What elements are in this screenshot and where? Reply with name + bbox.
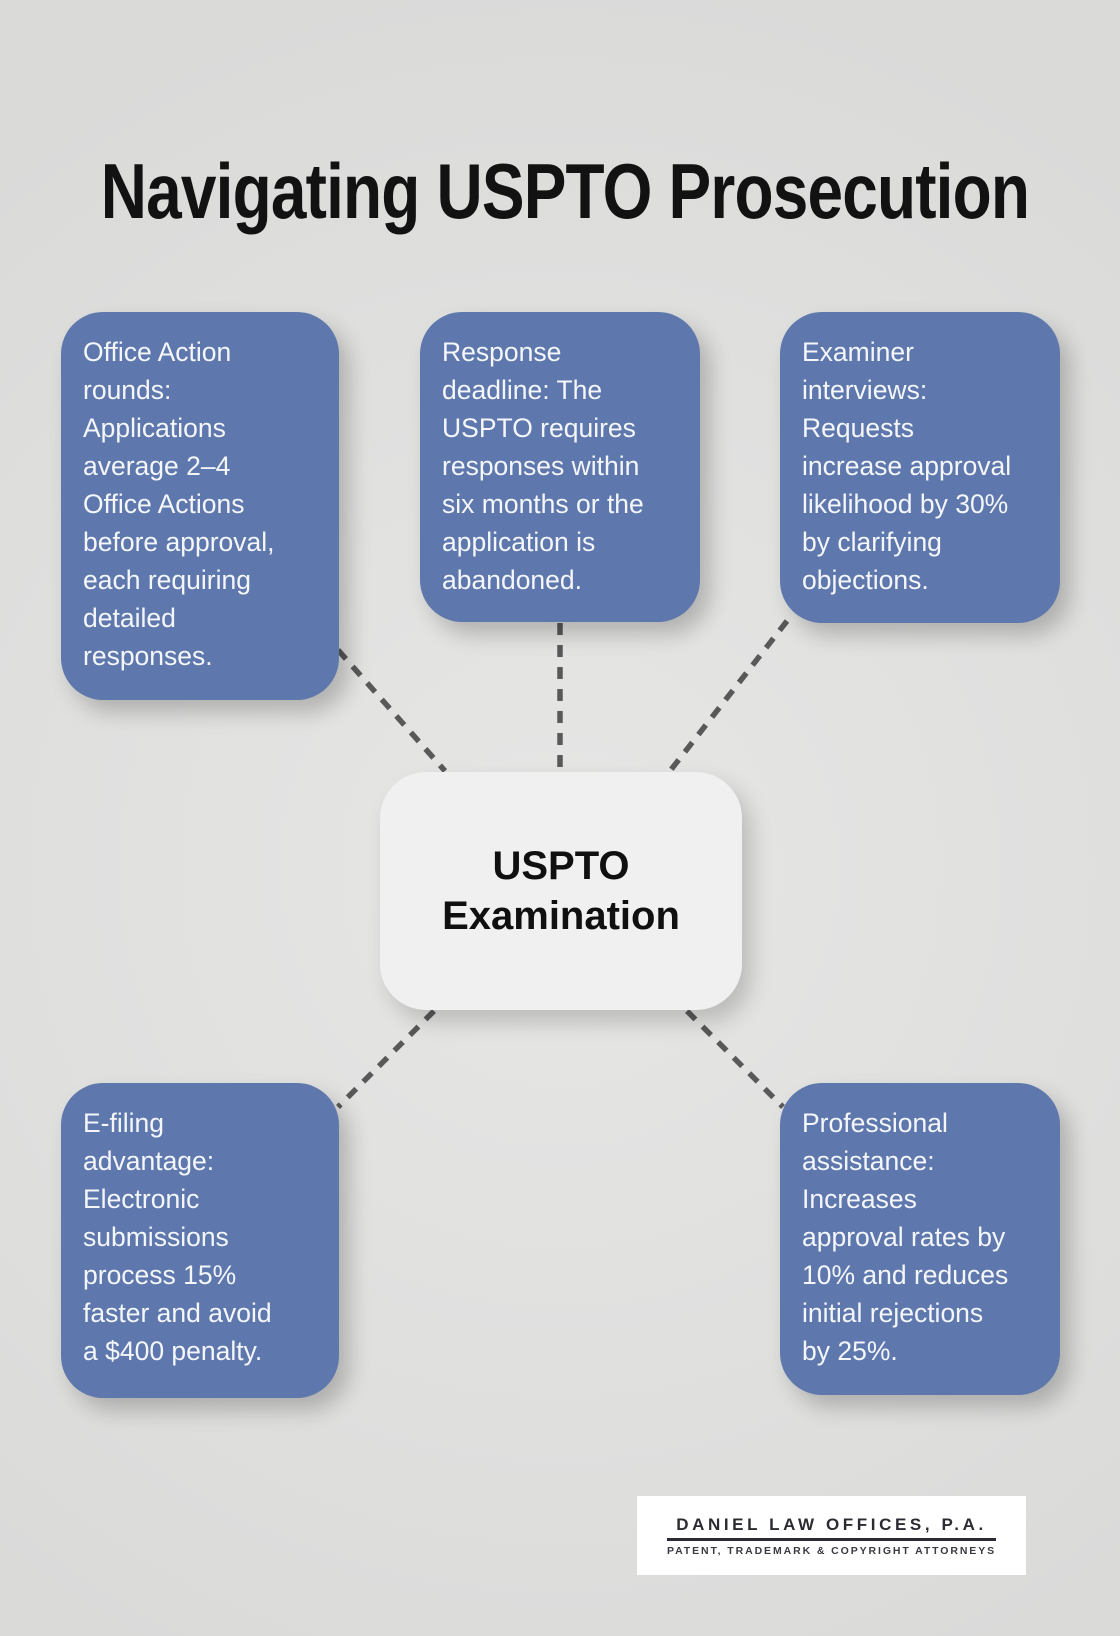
info-card-examiner-interviews: Examiner interviews: Requests increase a… [780,312,1060,623]
center-node-uspto-examination: USPTO Examination [380,772,742,1010]
logo-daniel-law-offices: DANIEL LAW OFFICES, P.A. PATENT, TRADEMA… [637,1496,1026,1575]
info-card-text: Examiner interviews: Requests increase a… [802,337,1012,595]
page-title: Navigating USPTO Prosecution [100,147,1030,236]
info-card-office-action-rounds: Office Action rounds: Applications avera… [61,312,339,700]
center-node-label: USPTO Examination [442,844,680,938]
info-card-professional-assistance: Professional assistance: Increases appro… [780,1083,1060,1395]
info-card-text: E-filing advantage: Electronic submissio… [83,1108,272,1366]
logo-content: DANIEL LAW OFFICES, P.A. PATENT, TRADEMA… [666,1514,997,1557]
logo-divider-line [666,1537,997,1541]
logo-tagline: PATENT, TRADEMARK & COPYRIGHT ATTORNEYS [666,1544,997,1557]
info-card-text: Response deadline: The USPTO requires re… [442,337,644,595]
info-card-response-deadline: Response deadline: The USPTO requires re… [420,312,700,622]
connector-center-to-card4 [336,1009,436,1109]
connector-card3-to-center [667,619,790,773]
info-card-text: Professional assistance: Increases appro… [802,1108,1009,1366]
logo-firm-name: DANIEL LAW OFFICES, P.A. [676,1514,987,1534]
connector-card1-to-center [335,648,448,773]
info-card-text: Office Action rounds: Applications avera… [83,337,275,671]
connector-center-to-card5 [685,1009,785,1109]
info-card-e-filing-advantage: E-filing advantage: Electronic submissio… [61,1083,339,1398]
